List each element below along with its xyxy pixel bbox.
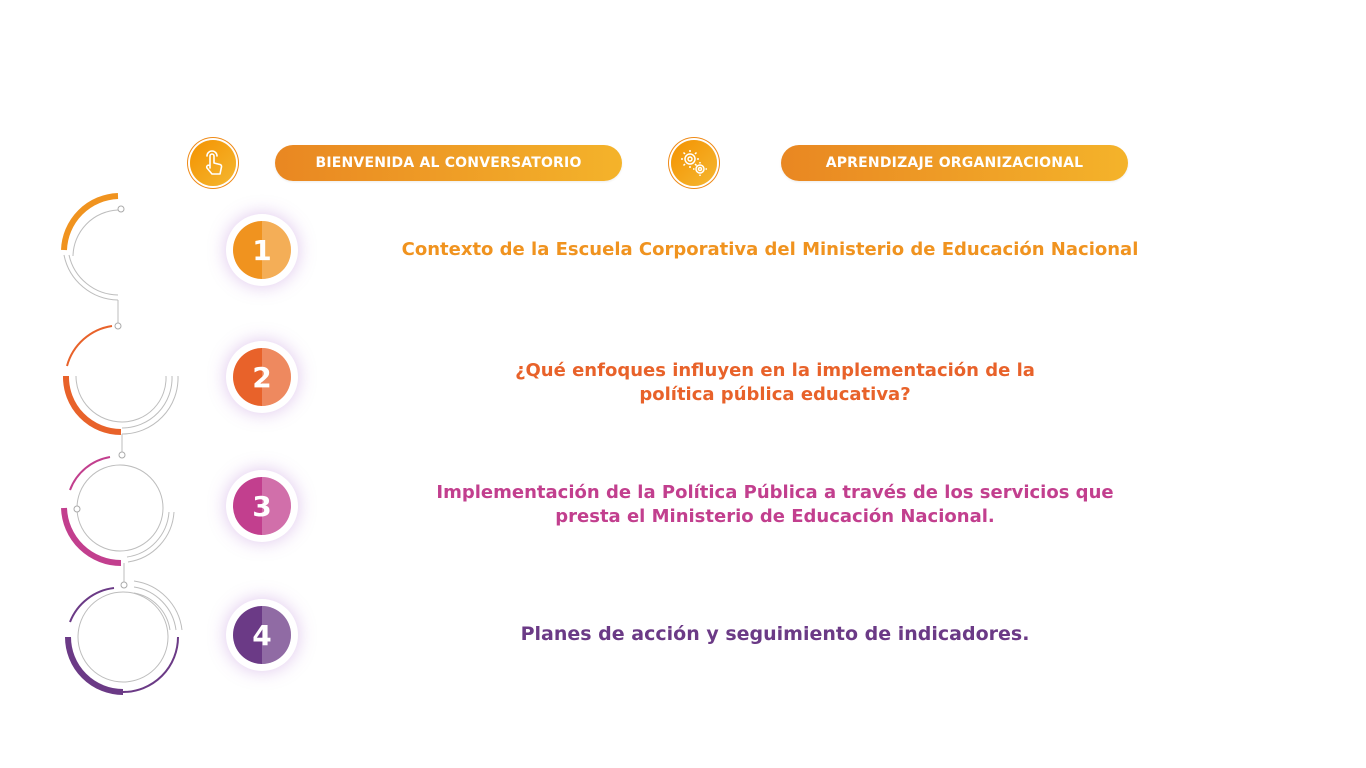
pill-aprendizaje-label: APRENDIZAJE ORGANIZACIONAL xyxy=(825,155,1084,171)
agenda-topic-4: Planes de acción y seguimiento de indica… xyxy=(360,622,1190,646)
agenda-number-3: 3 xyxy=(226,470,298,542)
pill-aprendizaje: APRENDIZAJE ORGANIZACIONAL xyxy=(781,145,1128,181)
agenda-topic-1-line1: Contexto de la Escuela Corporativa del M… xyxy=(401,239,1139,260)
arc-group-1 xyxy=(61,193,125,330)
agenda-number-3-text: 3 xyxy=(252,489,272,523)
agenda-topic-3-line1: Implementación de la Política Pública a … xyxy=(436,482,1114,503)
hand-pointer-icon xyxy=(190,140,236,186)
agenda-number-4-text: 4 xyxy=(252,618,272,652)
gears-icon xyxy=(671,140,717,186)
agenda-topic-2-line2: política pública educativa? xyxy=(639,384,911,405)
agenda-topic-1: Contexto de la Escuela Corporativa del M… xyxy=(360,238,1180,262)
agenda-topic-2: ¿Qué enfoques influyen en la implementac… xyxy=(360,359,1190,407)
agenda-topic-2-line1: ¿Qué enfoques influyen en la implementac… xyxy=(515,360,1035,381)
pill-bienvenida-label: BIENVENIDA AL CONVERSATORIO xyxy=(315,155,582,171)
pill-bienvenida: BIENVENIDA AL CONVERSATORIO xyxy=(275,145,622,181)
agenda-topic-3: Implementación de la Política Pública a … xyxy=(360,481,1190,529)
agenda-number-1-text: 1 xyxy=(252,233,272,267)
arc-group-3 xyxy=(61,456,175,589)
agenda-number-2-text: 2 xyxy=(252,360,272,394)
agenda-number-4: 4 xyxy=(226,599,298,671)
decorative-arcs xyxy=(61,193,183,695)
arc-group-4 xyxy=(65,580,183,695)
arc-group-2 xyxy=(62,325,179,459)
agenda-topic-4-line1: Planes de acción y seguimiento de indica… xyxy=(520,623,1030,645)
agenda-topic-3-line2: presta el Ministerio de Educación Nacion… xyxy=(555,506,995,527)
agenda-number-2: 2 xyxy=(226,341,298,413)
agenda-number-1: 1 xyxy=(226,214,298,286)
